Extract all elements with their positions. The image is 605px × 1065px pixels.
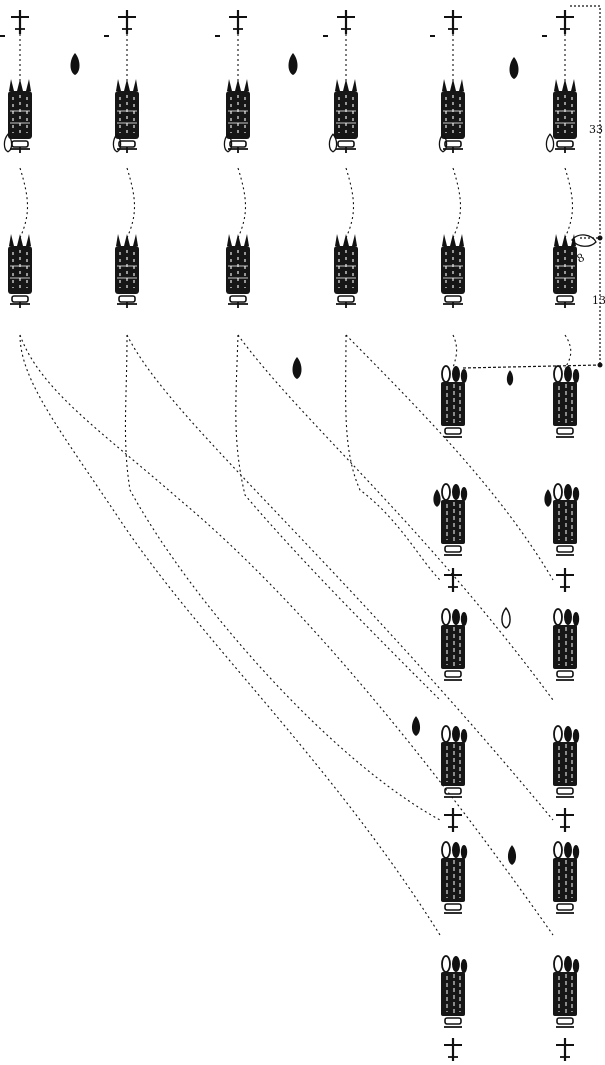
- lead-aircraft-2: [116, 8, 138, 36]
- column-row1-2: [114, 78, 140, 154]
- stack-aircraft-b-2: [554, 806, 576, 834]
- column-row2-4: [333, 233, 359, 309]
- lead-aircraft-4: [335, 8, 357, 36]
- marker-stack-1: [501, 607, 511, 629]
- route-3: [124, 334, 441, 821]
- marker-mid-2: [506, 370, 514, 386]
- dimension-node-1: [597, 235, 603, 241]
- link-line-mid-2: [126, 167, 135, 239]
- stack-column-1-1: [440, 365, 469, 438]
- lead-aircraft-6: [554, 8, 576, 36]
- marker-top-2: [288, 53, 298, 75]
- stack-column-1-3: [440, 608, 469, 681]
- track-mark-6: [542, 35, 547, 37]
- marker-mid-1: [292, 357, 302, 379]
- column-row1-4: [333, 78, 359, 154]
- marker-top-3: [509, 57, 519, 79]
- link-line-mid-3: [237, 167, 246, 239]
- lead-aircraft-3: [227, 8, 249, 36]
- track-mark-4: [323, 35, 328, 37]
- route-6: [237, 334, 554, 701]
- column-row2-6: [552, 233, 578, 309]
- route-9: [452, 334, 458, 369]
- route-1: [19, 334, 441, 936]
- stack-column-2-3: [552, 608, 581, 681]
- column-row1-5: [440, 78, 466, 154]
- marker-stack-2: [411, 716, 421, 736]
- column-row2-3: [225, 233, 251, 309]
- dimension-baseline: [462, 364, 601, 369]
- marker-stack-4: [433, 489, 441, 507]
- dimension-node-2: [597, 362, 603, 368]
- dimension-bracket-upper: [570, 5, 601, 239]
- stack-aircraft-c-1: [442, 1036, 464, 1064]
- column-row2-5: [440, 233, 466, 309]
- route-5: [235, 334, 441, 701]
- track-mark-5: [430, 35, 435, 37]
- link-line-mid-4: [345, 167, 354, 239]
- route-4: [126, 334, 554, 821]
- column-row2-2: [114, 233, 140, 309]
- stack-aircraft-a-2: [554, 566, 576, 594]
- link-line-mid-6: [564, 167, 573, 239]
- stack-aircraft-c-2: [554, 1036, 576, 1064]
- track-mark-3: [215, 35, 220, 37]
- tilted-lozenge: [571, 234, 597, 247]
- stack-column-2-1: [552, 365, 581, 438]
- stack-column-1-5: [440, 841, 469, 914]
- track-mark-1: [0, 35, 5, 37]
- route-10: [564, 334, 572, 369]
- column-row1-6: [552, 78, 578, 154]
- marker-top-1: [70, 53, 80, 75]
- lead-aircraft-5: [442, 8, 464, 36]
- marker-stack-5: [544, 489, 552, 507]
- stack-aircraft-b-1: [442, 806, 464, 834]
- marker-stack-3: [507, 845, 517, 865]
- marker-top-side-4: [328, 133, 338, 153]
- stack-column-2-2: [552, 483, 581, 556]
- route-8: [345, 334, 554, 581]
- link-line-mid-5: [452, 167, 461, 239]
- lead-aircraft-1: [9, 8, 31, 36]
- stack-column-2-5: [552, 841, 581, 914]
- stack-column-1-2: [440, 483, 469, 556]
- stack-column-1-6: [440, 955, 469, 1028]
- marker-top-side-6: [545, 133, 555, 153]
- route-7: [345, 334, 441, 581]
- marker-top-side-1: [3, 133, 13, 153]
- stack-column-1-4: [440, 725, 469, 798]
- stack-column-2-6: [552, 955, 581, 1028]
- track-mark-2: [104, 35, 109, 37]
- stack-aircraft-a-1: [442, 566, 464, 594]
- stack-column-2-4: [552, 725, 581, 798]
- link-line-mid-1: [19, 167, 28, 239]
- route-2: [19, 334, 554, 936]
- column-row1-3: [225, 78, 251, 154]
- column-row2-1: [7, 233, 33, 309]
